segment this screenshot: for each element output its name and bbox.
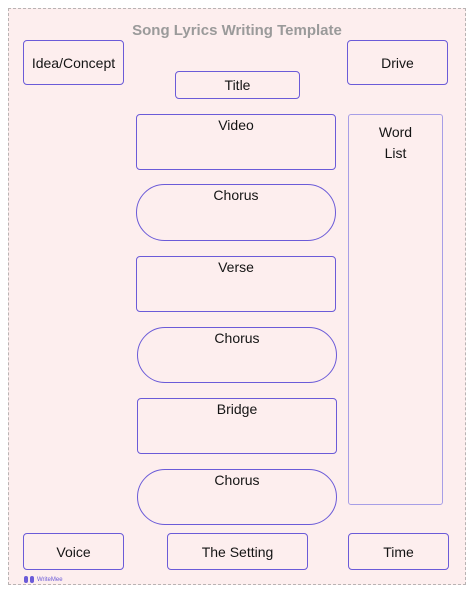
writemee-logo-icon bbox=[24, 576, 34, 583]
idea-concept-label: Idea/Concept bbox=[31, 54, 116, 71]
chorus-box-1[interactable]: Chorus bbox=[136, 184, 336, 241]
the-setting-box[interactable]: The Setting bbox=[167, 533, 308, 570]
drive-box[interactable]: Drive bbox=[347, 40, 448, 85]
chorus-label-3: Chorus bbox=[214, 472, 260, 488]
verse-box[interactable]: Verse bbox=[136, 256, 336, 312]
video-box[interactable]: Video bbox=[136, 114, 336, 170]
chorus-box-2[interactable]: Chorus bbox=[137, 327, 337, 383]
chorus-label-2: Chorus bbox=[214, 330, 260, 346]
word-list-box[interactable]: Word List bbox=[348, 114, 443, 505]
chorus-label-1: Chorus bbox=[213, 187, 259, 203]
the-setting-label: The Setting bbox=[201, 543, 274, 560]
voice-label: Voice bbox=[56, 543, 91, 560]
time-label: Time bbox=[383, 543, 414, 560]
word-list-label: Word List bbox=[378, 124, 413, 161]
writemee-logo: WriteMee bbox=[24, 576, 63, 583]
voice-box[interactable]: Voice bbox=[23, 533, 124, 570]
verse-label: Verse bbox=[218, 259, 254, 275]
song-title-label: Title bbox=[224, 77, 251, 93]
idea-concept-box[interactable]: Idea/Concept bbox=[23, 40, 124, 85]
chorus-box-3[interactable]: Chorus bbox=[137, 469, 337, 525]
template-title: Song Lyrics Writing Template bbox=[132, 22, 342, 39]
bridge-box[interactable]: Bridge bbox=[137, 398, 337, 454]
song-title-box[interactable]: Title bbox=[175, 71, 300, 99]
video-label: Video bbox=[218, 117, 254, 133]
writemee-logo-text: WriteMee bbox=[37, 576, 63, 583]
bridge-label: Bridge bbox=[216, 401, 258, 417]
template-sheet bbox=[8, 8, 466, 585]
time-box[interactable]: Time bbox=[348, 533, 449, 570]
drive-label: Drive bbox=[381, 54, 414, 71]
